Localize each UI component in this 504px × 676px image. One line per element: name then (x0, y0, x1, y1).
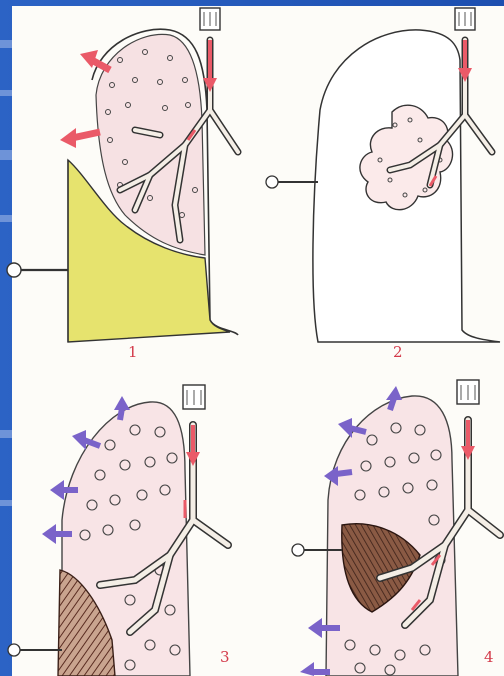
panel-1-label: 1 (128, 343, 138, 361)
panel-3-label: 3 (220, 648, 230, 666)
panel-4-label: 4 (484, 648, 494, 666)
panel-2-label: 2 (393, 343, 403, 361)
